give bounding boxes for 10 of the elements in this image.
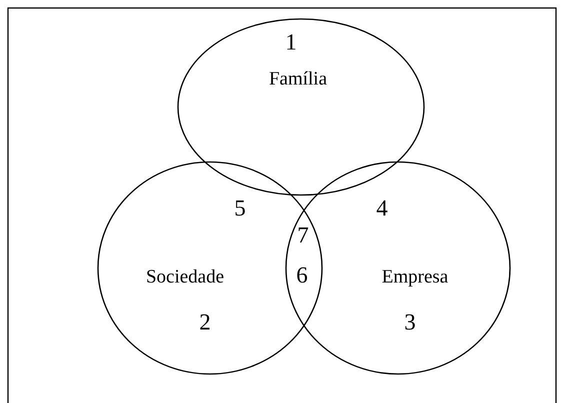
region-number: 1 [285,30,297,54]
region-number: 2 [199,310,211,334]
set-label: Família [268,70,328,88]
region-number: 3 [404,310,416,334]
set-label: Empresa [382,268,448,286]
region-number: 7 [297,224,309,246]
region-number: 6 [296,264,308,286]
region-number: 5 [234,196,246,220]
set-label: Sociedade [146,268,224,286]
region-number: 4 [376,196,388,220]
